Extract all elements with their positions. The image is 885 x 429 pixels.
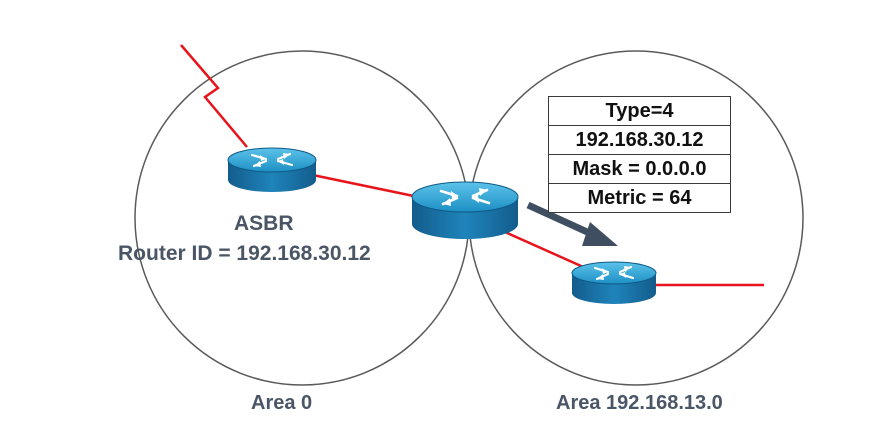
abr-router-icon [411,181,519,239]
router-id-label: Router ID = 192.168.30.12 [118,242,371,265]
asbr-to-abr-link [307,172,429,201]
external-link [180,44,248,148]
asbr-label: ASBR [234,212,294,235]
lsa-metric: Metric = 64 [548,183,731,213]
lsa-type: Type=4 [548,96,731,126]
area-router-icon [571,261,657,304]
area-0-label: Area 0 [251,392,313,414]
asbr-router-icon [227,147,317,192]
lsa-flow-arrow [526,201,618,246]
lsa-address: 192.168.30.12 [548,125,731,155]
lsa-type4-table: Type=4 192.168.30.12 Mask = 0.0.0.0 Metr… [548,96,731,213]
lsa-mask: Mask = 0.0.0.0 [548,154,731,184]
abr-to-router-link [504,230,591,272]
area-192-168-13-0-label: Area 192.168.13.0 [556,392,723,414]
